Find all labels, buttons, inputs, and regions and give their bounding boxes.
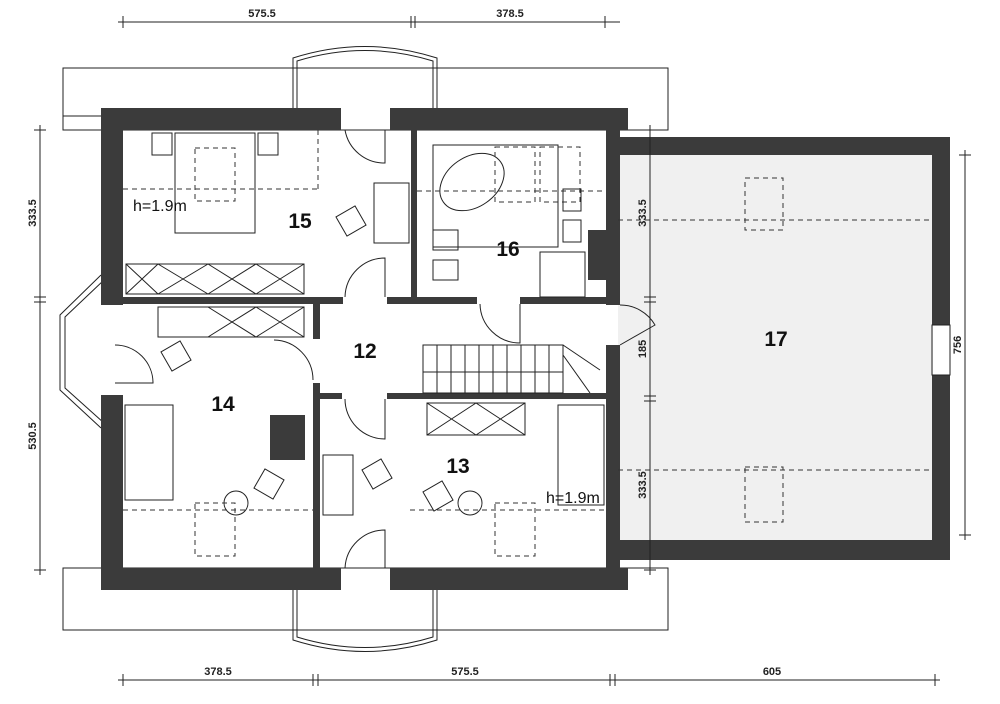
room-label-14: 14: [211, 393, 235, 416]
room-label-12: 12: [353, 340, 376, 363]
dim-bottom-1: 378.5: [204, 666, 232, 678]
dimension-lines: [34, 16, 971, 686]
top-balcony: [62, 46, 669, 131]
doors: [114, 129, 656, 569]
dim-right-1: 756: [952, 336, 964, 354]
walls: [101, 108, 950, 590]
room-label-15: 15: [288, 210, 312, 233]
dim-inner-1: 333.5: [637, 199, 649, 227]
dim-top-1: 575.5: [248, 8, 276, 20]
room-label-16: 16: [496, 238, 519, 261]
height-note-room-13: h=1.9m: [546, 490, 600, 507]
bay-window: [59, 274, 102, 429]
dim-bottom-2: 575.5: [451, 666, 479, 678]
room-label-13: 13: [446, 455, 469, 478]
dim-inner-2: 185: [637, 340, 649, 358]
dim-left-1: 333.5: [27, 199, 39, 227]
dim-inner-3: 333.5: [637, 471, 649, 499]
furniture: [123, 130, 932, 557]
dim-left-2: 530.5: [27, 422, 39, 450]
bottom-balcony: [62, 567, 669, 652]
window-room-17: [931, 324, 951, 376]
dim-top-2: 378.5: [496, 8, 524, 20]
room-label-17: 17: [764, 328, 787, 351]
dim-bottom-3: 605: [763, 666, 781, 678]
height-note-room-15: h=1.9m: [133, 198, 187, 215]
attic-room-17: [618, 155, 933, 540]
